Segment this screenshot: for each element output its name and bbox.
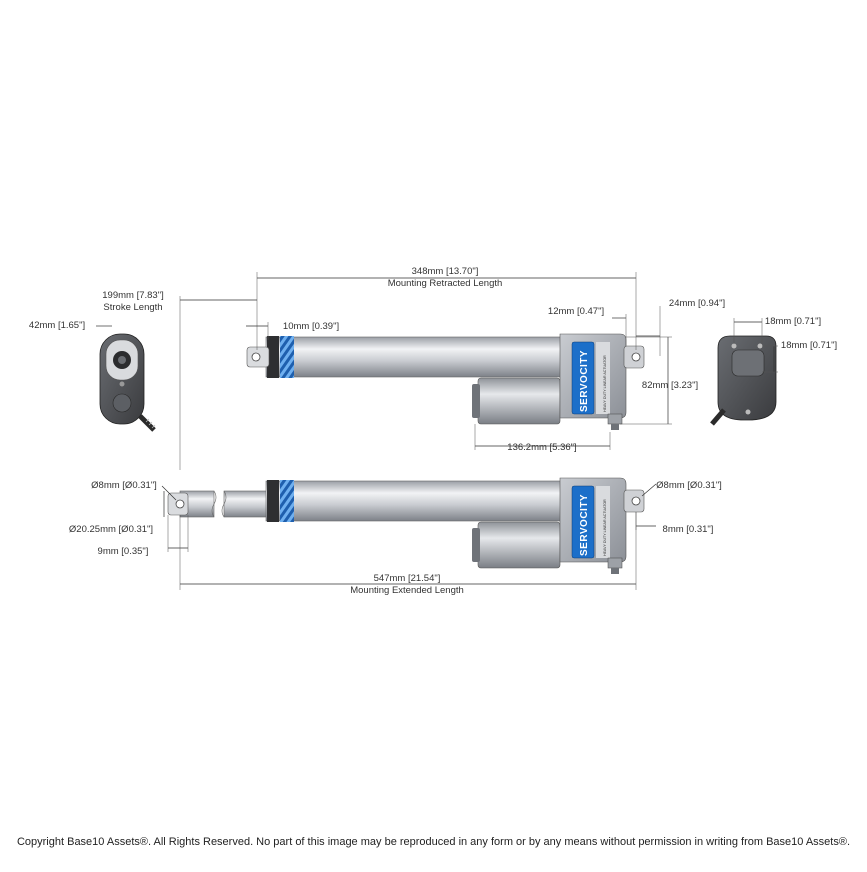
brand-logo-text: SERVOCITY (579, 350, 590, 412)
end-18-v-label: 18mm [0.71"] (781, 340, 837, 351)
brand-logo-text: SERVOCITY (579, 494, 590, 556)
hole-left-label: Ø8mm [Ø0.31"] (91, 480, 157, 491)
left-end-view (99, 333, 156, 432)
extended-length-label: Mounting Extended Length (350, 585, 464, 596)
end-width-label: 42mm [1.65"] (29, 320, 85, 331)
clevis-offset-24-label: 24mm [0.94"] (669, 298, 725, 309)
retracted-length-value: 348mm [13.70"] (412, 266, 479, 277)
clevis-8-label: 8mm [0.31"] (663, 524, 714, 535)
end-18-h-label: 18mm [0.71"] (765, 316, 821, 327)
dimension-lines (96, 272, 778, 590)
dimension-labels: 348mm [13.70"] Mounting Retracted Length… (29, 266, 837, 596)
clevis-offset-12-label: 12mm [0.47"] (548, 306, 604, 317)
right-end-view (710, 335, 777, 426)
actuator-extended (167, 477, 645, 574)
stroke-value: 199mm [7.83"] (102, 290, 163, 301)
extended-length-value: 547mm [21.54"] (374, 573, 441, 584)
rod-diameter-label: Ø20.25mm [Ø0.31"] (69, 524, 153, 535)
brand-sub-text: HEAVY DUTY LINEAR ACTUATOR (603, 355, 607, 412)
retracted-length-label: Mounting Retracted Length (388, 278, 503, 289)
hole-right-label: Ø8mm [Ø0.31"] (656, 480, 722, 491)
actuator-retracted (246, 333, 645, 430)
copyright-notice: Copyright Base10 Assets®. All Rights Res… (16, 836, 851, 848)
rod-end-9-label: 9mm [0.35"] (98, 546, 149, 557)
brand-sub-text: HEAVY DUTY LINEAR ACTUATOR (603, 499, 607, 556)
rod-eye-offset-label: 10mm [0.39"] (283, 321, 339, 332)
brand-logo-top: SERVOCITY HEAVY DUTY LINEAR ACTUATOR (579, 350, 607, 412)
motor-length-label: 136.2mm [5.36"] (507, 442, 576, 453)
stroke-label: Stroke Length (103, 302, 162, 313)
brand-logo-bottom: SERVOCITY HEAVY DUTY LINEAR ACTUATOR (579, 494, 607, 556)
height-label: 82mm [3.23"] (642, 380, 698, 391)
